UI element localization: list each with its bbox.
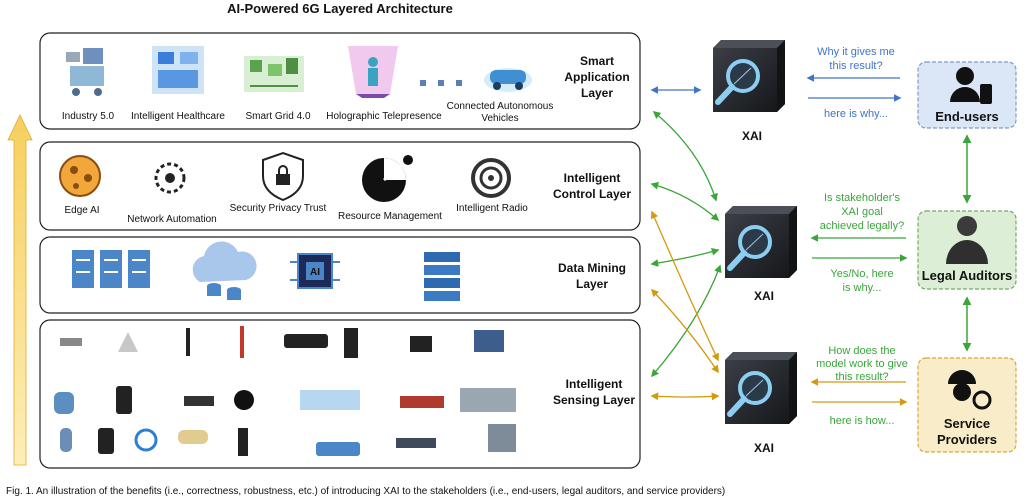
- security-shield-icon: [262, 151, 304, 202]
- orange-link-sensing: [650, 392, 720, 401]
- provider-question-1: How does the: [828, 345, 895, 357]
- app-item-connected: Connected Autonomous: [447, 101, 554, 112]
- control-layer-label-2: Control Layer: [553, 187, 631, 201]
- mining-layer-label-2: Layer: [576, 277, 608, 291]
- industry-icon: [66, 48, 104, 96]
- app-item-holographic: Holographic Telepresence: [326, 111, 442, 122]
- cloud-database-icon: [192, 241, 257, 300]
- xai-label-top: XAI: [742, 129, 762, 143]
- xai-cube-middle: XAI: [725, 206, 797, 303]
- end-users-box: End-users: [917, 61, 1017, 129]
- data-mining-layer: AI Data Mining Layer: [39, 236, 641, 314]
- network-automation-icon: [154, 162, 186, 194]
- control-item-resource: Resource Management: [338, 211, 442, 222]
- orange-link-control: [650, 210, 719, 362]
- data-stack-icon: [424, 252, 460, 301]
- green-link-control: [650, 181, 720, 222]
- provider-question-2: model work to give: [816, 358, 908, 370]
- xai-cube-bottom: XAI: [725, 352, 797, 455]
- intelligent-radio-icon: [471, 158, 511, 198]
- gear-icon: [972, 390, 992, 410]
- app-item-vehicles: Vehicles: [481, 113, 518, 124]
- provider-question-3: this result?: [835, 371, 888, 383]
- sensing-devices-icons: [54, 326, 516, 456]
- vehicle-icon: [484, 68, 532, 92]
- enduser-question-1: Why it gives me: [817, 46, 895, 58]
- app-item-industry: Industry 5.0: [62, 111, 115, 122]
- app-layer-label-3: Layer: [581, 86, 613, 100]
- xai-label-bottom: XAI: [754, 441, 774, 455]
- healthcare-icon: [152, 46, 204, 94]
- control-layer-label-1: Intelligent: [564, 171, 621, 185]
- service-providers-label-1: Service: [944, 416, 990, 431]
- xai-label-middle: XAI: [754, 289, 774, 303]
- ai-chip-icon: AI: [290, 253, 340, 289]
- control-item-edge-ai: Edge AI: [64, 205, 99, 216]
- legal-answer-1: Yes/No, here: [830, 268, 893, 280]
- mining-layer-label-1: Data Mining: [558, 261, 626, 275]
- legal-answer-2: is why...: [843, 282, 882, 294]
- hologram-icon: [348, 46, 398, 98]
- enduser-answer: here is why...: [824, 108, 888, 120]
- orange-link-mining: [650, 288, 719, 374]
- sensing-layer-label-1: Intelligent: [566, 377, 623, 391]
- sensing-layer: Intelligent Sensing Layer: [39, 319, 641, 469]
- control-item-network-automation: Network Automation: [127, 214, 217, 225]
- green-link-mining: [650, 247, 720, 267]
- auditor-icon: [957, 216, 977, 236]
- edge-ai-icon: [59, 155, 101, 197]
- app-item-healthcare: Intelligent Healthcare: [131, 111, 225, 122]
- service-providers-box: Service Providers: [917, 357, 1017, 453]
- app-item-smart-grid: Smart Grid 4.0: [245, 111, 310, 122]
- ellipsis-dots: [420, 80, 462, 86]
- figure-caption: Fig. 1. An illustration of the benefits …: [6, 486, 725, 497]
- service-providers-label-2: Providers: [937, 432, 997, 447]
- server-icon: [72, 250, 150, 288]
- provider-answer: here is how...: [830, 415, 895, 427]
- sensing-layer-label-2: Sensing Layer: [553, 393, 635, 407]
- application-layer: Industry 5.0 Intelligent Healthcare Smar…: [39, 32, 641, 130]
- control-item-radio: Intelligent Radio: [456, 203, 528, 214]
- user-icon: [956, 67, 974, 85]
- legal-question-3: achieved legally?: [820, 220, 904, 232]
- legal-question-2: XAI goal: [841, 206, 883, 218]
- legal-auditors-label: Legal Auditors: [922, 268, 1013, 283]
- hardhat-icon: [948, 370, 976, 384]
- resource-management-icon: [362, 155, 413, 202]
- control-layer: Edge AI Network Automation Security Priv…: [39, 141, 641, 231]
- phone-icon: [980, 84, 992, 104]
- app-layer-label-1: Smart: [580, 54, 614, 68]
- diagram-title: AI-Powered 6G Layered Architecture: [227, 1, 453, 16]
- smart-grid-icon: [244, 56, 304, 92]
- ai-chip-text: AI: [310, 267, 320, 278]
- end-users-label: End-users: [935, 109, 999, 124]
- green-link-app: [652, 111, 718, 202]
- enduser-question-2: this result?: [829, 60, 882, 72]
- app-layer-label-2: Application: [564, 70, 629, 84]
- xai-cube-top: XAI: [713, 40, 785, 143]
- upward-arrow: [7, 114, 33, 466]
- legal-auditors-box: Legal Auditors: [917, 210, 1017, 290]
- control-item-security: Security Privacy Trust: [230, 203, 327, 214]
- legal-question-1: Is stakeholder's: [824, 192, 901, 204]
